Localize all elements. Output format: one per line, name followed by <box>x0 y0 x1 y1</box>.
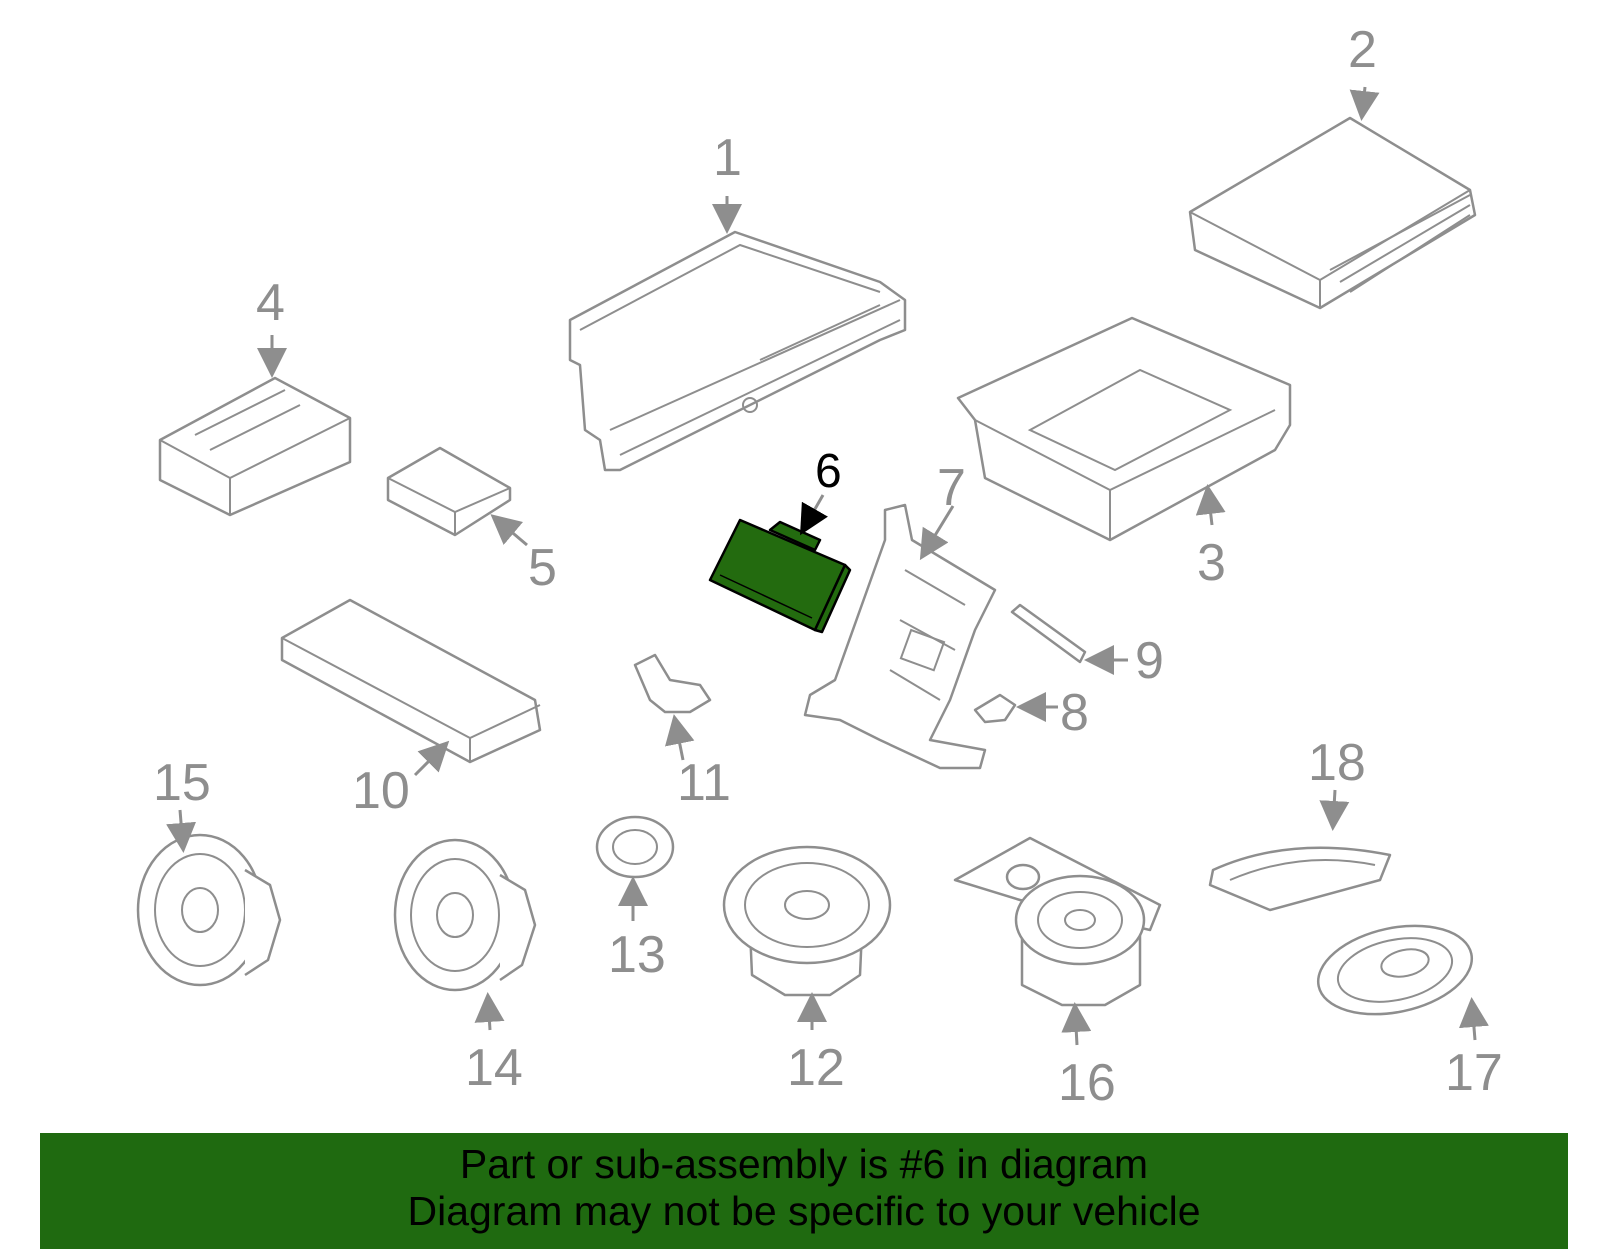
callout-1: 1 <box>713 129 742 187</box>
callout-17: 17 <box>1445 1044 1503 1102</box>
part-6-highlighted[interactable] <box>708 518 852 634</box>
callout-8: 8 <box>1060 684 1089 742</box>
callout-16: 16 <box>1058 1054 1116 1112</box>
part-15-speaker[interactable] <box>136 833 282 987</box>
callout-11: 11 <box>677 754 731 812</box>
callout-9: 9 <box>1135 632 1164 690</box>
part-10-long-module[interactable] <box>280 598 542 764</box>
part-7-bracket[interactable] <box>803 503 997 770</box>
part-12-speaker[interactable] <box>722 845 892 997</box>
callout-10: 10 <box>352 762 410 820</box>
callout-4: 4 <box>256 274 285 332</box>
callout-3: 3 <box>1197 534 1226 592</box>
info-banner: Part or sub-assembly is #6 in diagram Di… <box>40 1133 1568 1249</box>
part-3-tray[interactable] <box>956 316 1292 542</box>
part-18-cover[interactable] <box>1208 846 1392 912</box>
part-11-bracket[interactable] <box>633 653 712 714</box>
part-14-speaker[interactable] <box>393 838 537 992</box>
leader-lines <box>166 86 1489 1046</box>
part-1-head-unit[interactable] <box>568 230 907 472</box>
callout-18: 18 <box>1308 734 1366 792</box>
part-13-tweeter[interactable] <box>595 815 675 879</box>
callout-15: 15 <box>153 754 211 812</box>
callout-14: 14 <box>465 1039 523 1097</box>
callout-labels: 1 2 3 4 5 6 7 8 9 10 11 12 13 14 15 16 1… <box>153 21 1503 1112</box>
part-4-module[interactable] <box>158 376 352 517</box>
part-17-speaker[interactable] <box>1310 913 1480 1028</box>
part-5-small-module[interactable] <box>386 446 512 537</box>
callout-7: 7 <box>937 459 966 517</box>
callout-2: 2 <box>1348 21 1377 79</box>
callout-13: 13 <box>608 926 666 984</box>
part-16-speaker[interactable] <box>953 836 1162 1007</box>
callout-6: 6 <box>815 445 842 498</box>
callout-5: 5 <box>528 539 557 597</box>
callout-12: 12 <box>787 1039 845 1097</box>
banner-line-1: Part or sub-assembly is #6 in diagram <box>459 1141 1149 1187</box>
part-2-amplifier[interactable] <box>1188 116 1477 310</box>
part-8-clip[interactable] <box>973 693 1017 724</box>
part-9-strip[interactable] <box>1010 603 1087 664</box>
banner-line-2: Diagram may not be specific to your vehi… <box>407 1188 1201 1234</box>
